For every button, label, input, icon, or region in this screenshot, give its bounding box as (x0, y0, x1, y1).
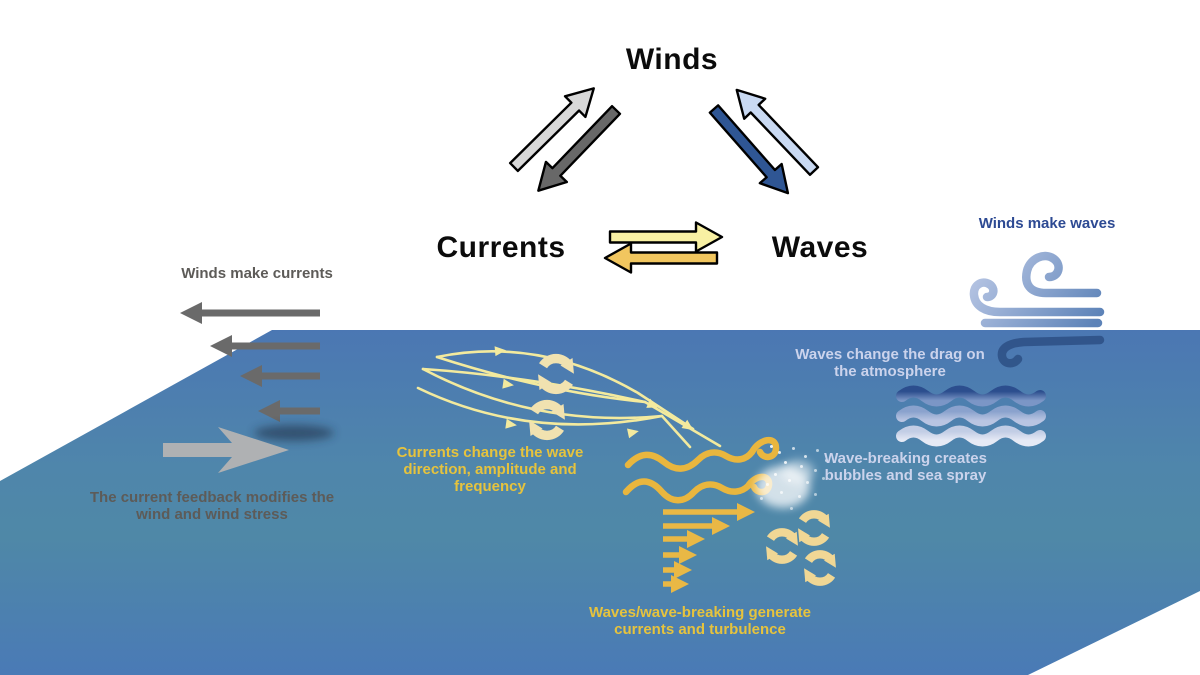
winds-label: Winds (625, 43, 719, 76)
sea-spray-dots (770, 445, 773, 448)
waves-drag-label: Waves change the drag on the atmosphere (795, 346, 985, 380)
wave-current-arrows (663, 503, 755, 593)
currents-change-label: Currents change the wave direction, ampl… (396, 444, 584, 495)
arrow-shadow (254, 425, 334, 441)
winds-waves-arrows (701, 78, 826, 204)
waves-label: Waves (771, 231, 869, 264)
sea-spray-cloud (756, 460, 814, 508)
current-feedback-arrow (163, 427, 289, 473)
wave-breaking-spray-label: Wave-breaking creates bubbles and sea sp… (824, 450, 987, 484)
wind-profile-arrows (180, 302, 320, 422)
current-feedback-label: The current feedback modifies the wind a… (89, 489, 335, 523)
drag-wave-bands (896, 385, 1046, 447)
currents-label: Currents (436, 231, 566, 264)
winds-currents-arrows (502, 76, 628, 202)
waves-generate-label: Waves/wave-breaking generate currents an… (588, 604, 812, 638)
currents-waves-arrows (603, 221, 724, 274)
winds-make-currents-label: Winds make currents (181, 265, 333, 282)
winds-make-waves-label: Winds make waves (978, 215, 1116, 232)
wind-gust-icon (969, 251, 1105, 368)
